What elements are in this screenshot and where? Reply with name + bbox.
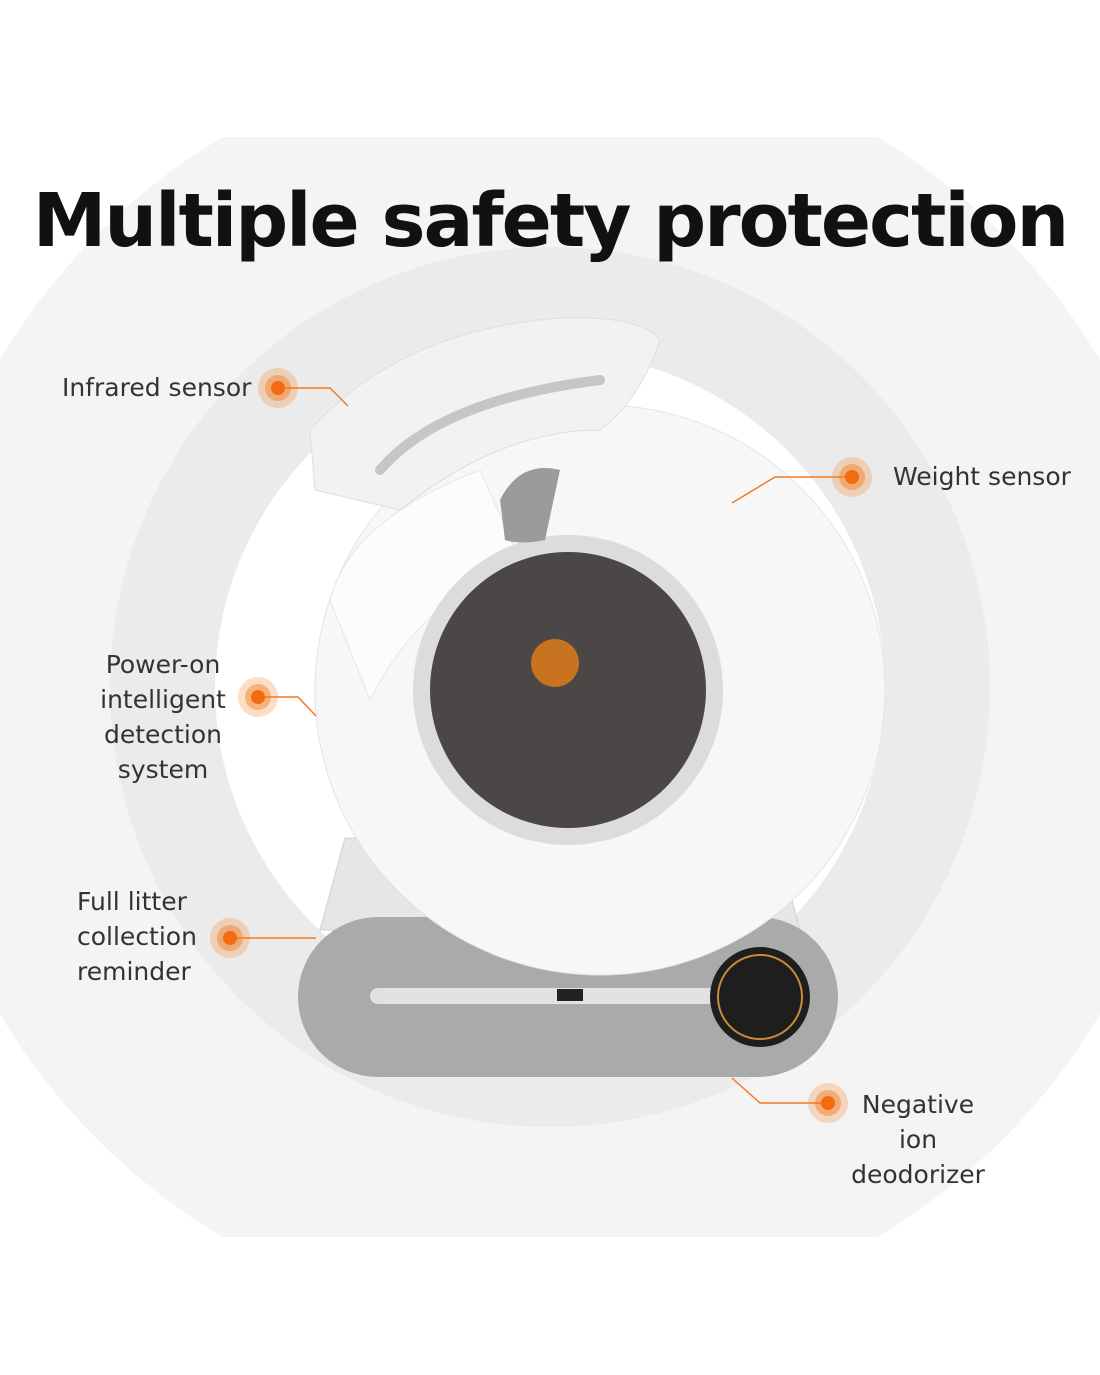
callout-line: reminder [77, 957, 191, 986]
callout-line: intelligent [100, 685, 226, 714]
marker-icon [210, 918, 250, 958]
callout-markers [210, 368, 872, 1123]
callout-line: collection [77, 922, 197, 951]
marker-icon [832, 457, 872, 497]
callout-power-on-detection: Power-on intelligent detection system [60, 647, 266, 787]
callout-line: detection system [103, 720, 223, 784]
page-title: Multiple safety protection [32, 178, 1069, 264]
marker-icon [258, 368, 298, 408]
drum-window [430, 552, 706, 828]
callout-infrared-sensor: Infrared sensor [62, 373, 252, 402]
callout-full-litter-reminder: Full litter collection reminder [77, 884, 197, 989]
callout-negative-ion-deodorizer: Negative ion deodorizer [830, 1087, 1006, 1192]
control-panel [710, 947, 810, 1047]
callout-line: ion deodorizer [851, 1125, 985, 1189]
callout-line: Negative [861, 1090, 975, 1119]
marker-icon [238, 677, 278, 717]
marker-icon [808, 1083, 848, 1123]
callout-weight-sensor: Weight sensor [893, 462, 1071, 491]
callout-line: Power-on [105, 650, 221, 679]
callout-line: Full litter [77, 887, 187, 916]
